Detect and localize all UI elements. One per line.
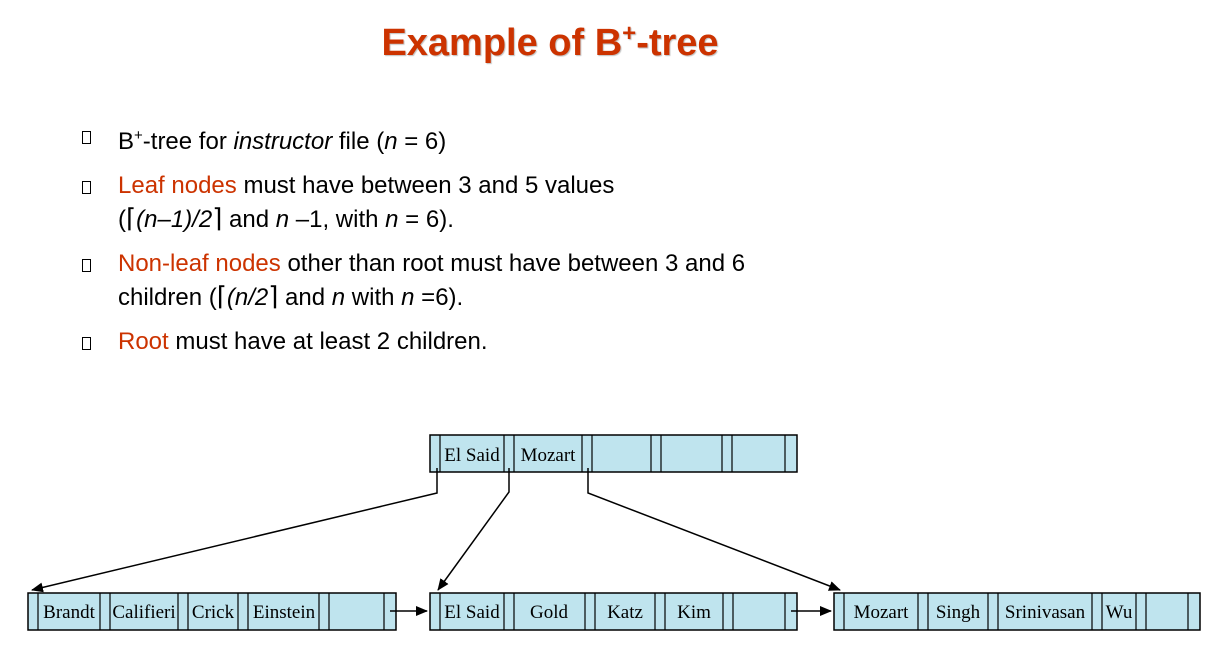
leaf-key: Gold xyxy=(530,602,569,623)
leaf-node: Brandt Califieri Crick Einstein xyxy=(27,592,397,631)
leaf-node: El Said Gold Katz Kim xyxy=(429,592,798,631)
leaf-key: Califieri xyxy=(112,602,175,623)
leaf-key: Brandt xyxy=(43,602,95,623)
bullet-item: Leaf nodes must have between 3 and 5 val… xyxy=(82,170,982,236)
square-bullet-icon xyxy=(82,259,91,272)
square-bullet-icon xyxy=(82,131,91,144)
bullet-item: B+-tree for instructor file (n = 6) xyxy=(82,120,982,158)
bullet-item: Root must have at least 2 children. xyxy=(82,326,982,358)
leaf-key: Mozart xyxy=(854,602,910,623)
slide-title: Example of B+-tree xyxy=(381,20,719,64)
leaf-key: El Said xyxy=(444,602,500,623)
pointer-arrow xyxy=(31,468,438,593)
leaf-key: Einstein xyxy=(253,602,316,623)
square-bullet-icon xyxy=(82,337,91,350)
square-bullet-icon xyxy=(82,181,91,194)
leaf-key: Katz xyxy=(607,602,643,623)
bullet-item: Non-leaf nodes other than root must have… xyxy=(82,248,982,314)
leaf-node: Mozart Singh Srinivasan Wu xyxy=(833,592,1201,631)
pointer-arrow xyxy=(437,468,510,591)
leaf-key: Srinivasan xyxy=(1005,602,1086,623)
bullet-list: B+-tree for instructor file (n = 6) Leaf… xyxy=(82,120,982,370)
leaf-key: Crick xyxy=(192,602,235,623)
leaf-key: Singh xyxy=(936,602,981,623)
leaf-key: Kim xyxy=(677,602,711,623)
pointer-arrow xyxy=(587,468,841,591)
root-node: El Said Mozart xyxy=(429,434,798,473)
leaf-key: Wu xyxy=(1106,602,1133,623)
child-pointers xyxy=(31,468,841,593)
root-key: Mozart xyxy=(521,445,577,466)
root-key: El Said xyxy=(444,445,500,466)
